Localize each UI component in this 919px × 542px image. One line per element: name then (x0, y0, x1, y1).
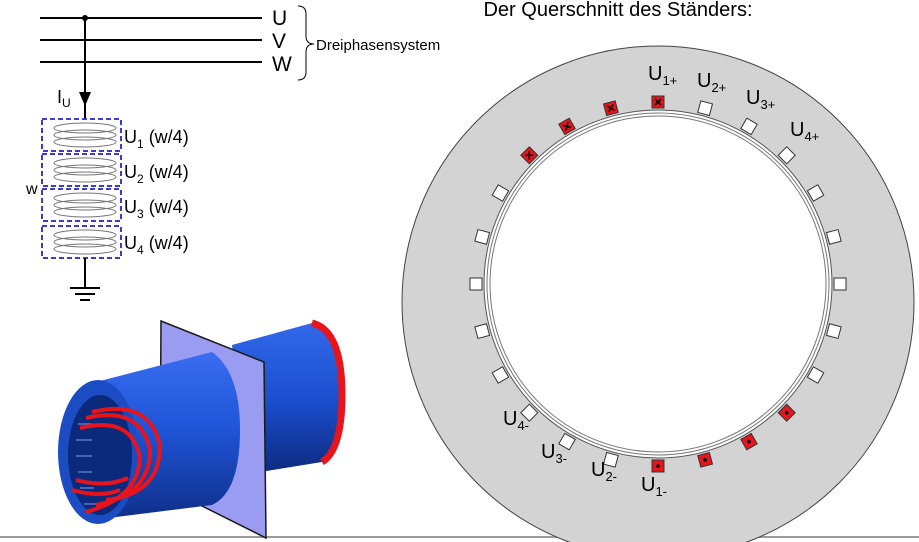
three-phase-lines (40, 15, 262, 63)
coil-label-1: U1 (w/4) (124, 127, 189, 151)
slot-u2-minus (697, 451, 714, 468)
coil-label-3: U3 (w/4) (124, 197, 189, 221)
slot-label-u3-minus: U3- (541, 441, 567, 466)
phase-brace (297, 5, 315, 81)
winding-loops (71, 406, 163, 514)
slot-empty (806, 366, 825, 384)
slot-empty (469, 277, 483, 291)
stator-3d-model (58, 319, 346, 540)
slot-label-u1-minus: U1- (641, 474, 667, 499)
slot-label-u3-plus: U3+ (746, 87, 775, 112)
phase-label-w: W (272, 53, 292, 76)
slot-empty (697, 100, 714, 117)
coil-2 (41, 153, 122, 187)
current-in-cross-icon (606, 104, 615, 113)
phase-u-feeder (79, 18, 91, 118)
slot-empty (474, 228, 491, 245)
coil-3 (41, 188, 122, 222)
current-arrow (79, 92, 91, 106)
slot-u4-minus (777, 403, 796, 422)
slot-empty (806, 184, 825, 202)
phase-label-v: V (272, 30, 286, 53)
current-in-cross-icon (654, 98, 662, 106)
air-gap-ring (486, 112, 830, 456)
current-out-dot-icon (656, 464, 660, 468)
winding-end-right (310, 319, 346, 465)
slot-empty (602, 451, 619, 468)
current-in-cross-icon (562, 122, 572, 131)
slot-empty (825, 228, 842, 245)
slot-label-u1-plus: U1+ (648, 63, 677, 88)
slot-u4-plus (520, 146, 539, 165)
current-out-dot-icon (703, 457, 707, 462)
coil-1 (41, 118, 122, 152)
slot-u1-minus (651, 459, 665, 473)
stator-bore (483, 109, 833, 459)
slot-u3-plus (558, 117, 576, 136)
current-in-cross-icon (525, 151, 534, 160)
coil-label-4: U4 (w/4) (124, 233, 189, 257)
current-label: IU (57, 87, 71, 110)
slot-empty (833, 277, 847, 291)
cross-section-title: Der Querschnitt des Ständers: (483, 0, 752, 21)
coil-4 (41, 225, 122, 259)
slot-empty (825, 323, 842, 340)
system-label: Dreiphasensystem (316, 37, 440, 54)
slot-empty (777, 146, 796, 165)
stator-slots (469, 95, 847, 473)
slot-empty (491, 366, 510, 384)
air-gap-ring-inner (489, 115, 827, 453)
slot-u3-minus (740, 432, 758, 451)
coil-label-2: U2 (w/4) (124, 162, 189, 186)
slot-empty (474, 323, 491, 340)
total-turns-label: w (25, 181, 38, 198)
phase-label-u: U (272, 7, 287, 30)
current-out-dot-icon (747, 439, 751, 444)
slot-label-u2-minus: U2- (591, 459, 617, 484)
bottom-divider (0, 536, 919, 538)
coil-stack (41, 118, 122, 259)
current-out-dot-icon (784, 410, 789, 415)
slot-u1-plus (651, 95, 665, 109)
slot-label-u4-minus: U4- (503, 408, 529, 433)
slot-u2-plus (602, 100, 619, 117)
slot-empty (740, 117, 758, 136)
slot-empty (558, 432, 576, 451)
slot-empty (491, 184, 510, 202)
slot-label-u4-plus: U4+ (790, 119, 819, 144)
ground-icon (70, 258, 100, 301)
slot-empty (520, 403, 539, 422)
slot-label-u2-plus: U2+ (697, 70, 726, 95)
